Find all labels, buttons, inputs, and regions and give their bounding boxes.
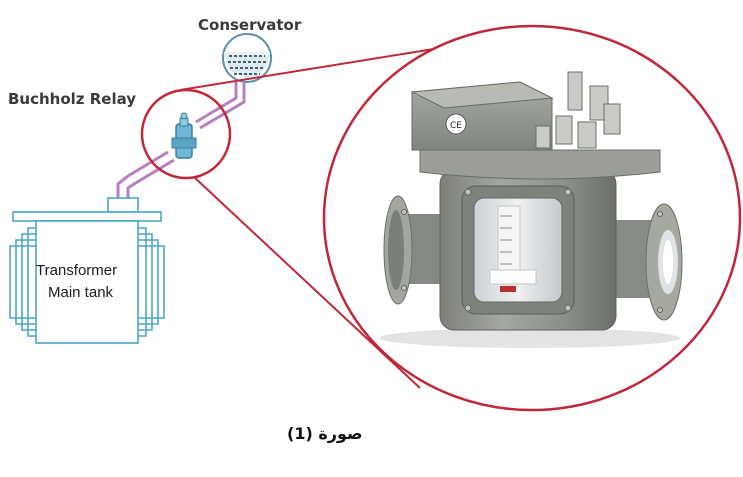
- transformer-tank: [9, 197, 165, 344]
- connecting-pipe: [116, 82, 246, 198]
- relay-icon: [171, 112, 197, 159]
- buchholz-relay-device: CE: [380, 71, 683, 348]
- tank-label-line1: Transformer: [36, 262, 118, 279]
- ce-mark: CE: [450, 121, 462, 131]
- conservator-tank: [222, 33, 272, 83]
- buchholz-relay-label: Buchholz Relay: [8, 90, 137, 108]
- tank-label-line2: Main tank: [48, 284, 114, 301]
- figure-caption: صورة (1): [287, 424, 363, 443]
- conservator-label: Conservator: [198, 16, 302, 34]
